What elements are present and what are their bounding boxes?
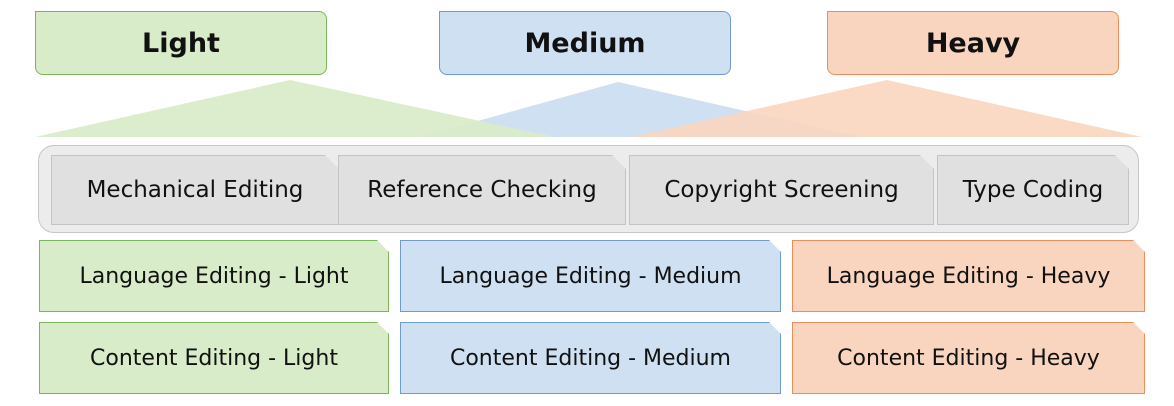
light-fan xyxy=(35,80,555,137)
content-editing-heavy: Content Editing - Heavy xyxy=(792,322,1145,394)
service-type-coding: Type Coding xyxy=(937,155,1129,225)
service-copyright-screening: Copyright Screening xyxy=(629,155,934,225)
service-mechanical-editing: Mechanical Editing xyxy=(51,155,339,225)
content-editing-light: Content Editing - Light xyxy=(39,322,389,394)
language-editing-light: Language Editing - Light xyxy=(39,240,389,312)
language-editing-heavy: Language Editing - Heavy xyxy=(792,240,1145,312)
content-editing-medium: Content Editing - Medium xyxy=(400,322,781,394)
shared-services-bar: Mechanical Editing Reference Checking Co… xyxy=(38,145,1139,233)
level-heavy-header: Heavy xyxy=(827,11,1119,75)
level-medium-header: Medium xyxy=(439,11,731,75)
heavy-fan xyxy=(630,80,1142,137)
service-reference-checking: Reference Checking xyxy=(338,155,626,225)
level-light-header: Light xyxy=(35,11,327,75)
language-editing-medium: Language Editing - Medium xyxy=(400,240,781,312)
